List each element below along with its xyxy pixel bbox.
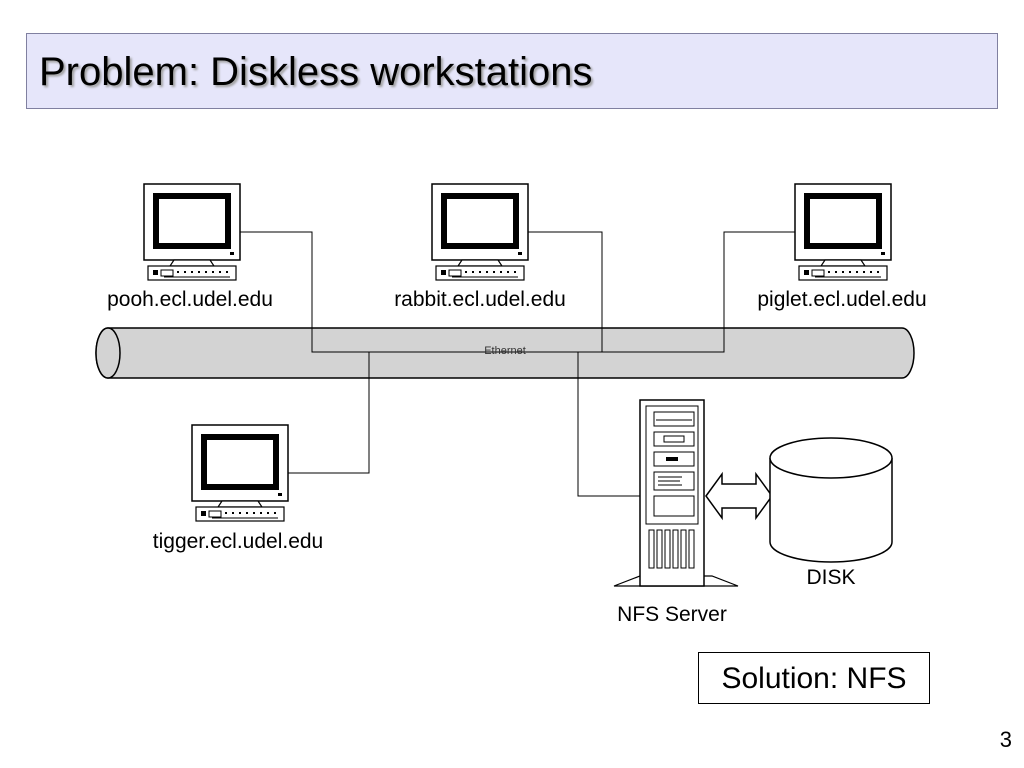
wire-server bbox=[577, 352, 648, 497]
double-arrow-icon bbox=[705, 471, 773, 521]
nfs-server-label: NFS Server bbox=[617, 603, 727, 626]
ethernet-cable bbox=[95, 327, 915, 379]
workstation-label-piglet: piglet.ecl.udel.edu bbox=[757, 288, 927, 311]
disk-label: DISK bbox=[806, 566, 856, 589]
disk-icon bbox=[769, 437, 893, 563]
network-wires bbox=[240, 231, 796, 497]
nfs-server-icon bbox=[613, 399, 739, 587]
solution-box: Solution: NFS bbox=[698, 652, 930, 704]
workstation-pooh bbox=[143, 183, 241, 281]
workstation-label-tigger: tigger.ecl.udel.edu bbox=[152, 530, 324, 553]
wire-rabbit bbox=[528, 231, 603, 352]
slide-title-box: Problem: Diskless workstations bbox=[26, 33, 998, 109]
workstation-rabbit bbox=[431, 183, 529, 281]
ethernet-label: Ethernet bbox=[484, 345, 526, 357]
workstation-label-rabbit: rabbit.ecl.udel.edu bbox=[394, 288, 566, 311]
wire-pooh bbox=[240, 231, 796, 353]
page-number: 3 bbox=[999, 727, 1012, 752]
workstation-tigger bbox=[191, 424, 289, 522]
slide-title: Problem: Diskless workstations bbox=[39, 50, 593, 94]
solution-text: Solution: NFS bbox=[721, 662, 907, 695]
workstation-label-pooh: pooh.ecl.udel.edu bbox=[107, 288, 273, 311]
workstation-piglet bbox=[794, 183, 892, 281]
wire-tigger bbox=[288, 352, 370, 474]
